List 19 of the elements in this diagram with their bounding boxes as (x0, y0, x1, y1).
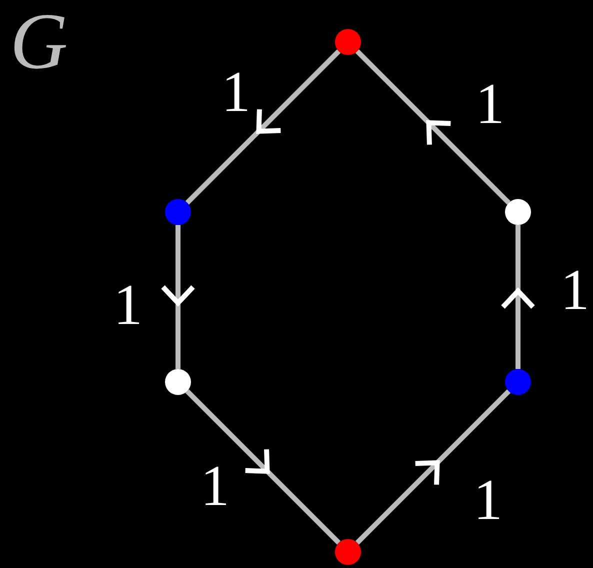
edge-weight: 1 (474, 471, 502, 529)
arrow (355, 49, 511, 205)
graph-title: G (10, 2, 68, 82)
edge-weight: 1 (476, 75, 504, 133)
vertex-dot (505, 199, 531, 225)
edge-weight: 1 (560, 261, 590, 319)
edge-weight: 1 (114, 276, 142, 334)
vertex-dot (335, 539, 361, 565)
edge-weight: 1 (200, 457, 230, 515)
edge-weight: 1 (222, 63, 250, 121)
arrow (185, 389, 341, 545)
arrow (355, 389, 511, 545)
arrow (500, 225, 536, 369)
vertex-dot (165, 369, 191, 395)
vertex-dot (165, 199, 191, 225)
vertex-dot (505, 369, 531, 395)
vertex-dot (335, 29, 361, 55)
arrow (185, 49, 341, 205)
arrow (160, 225, 196, 369)
